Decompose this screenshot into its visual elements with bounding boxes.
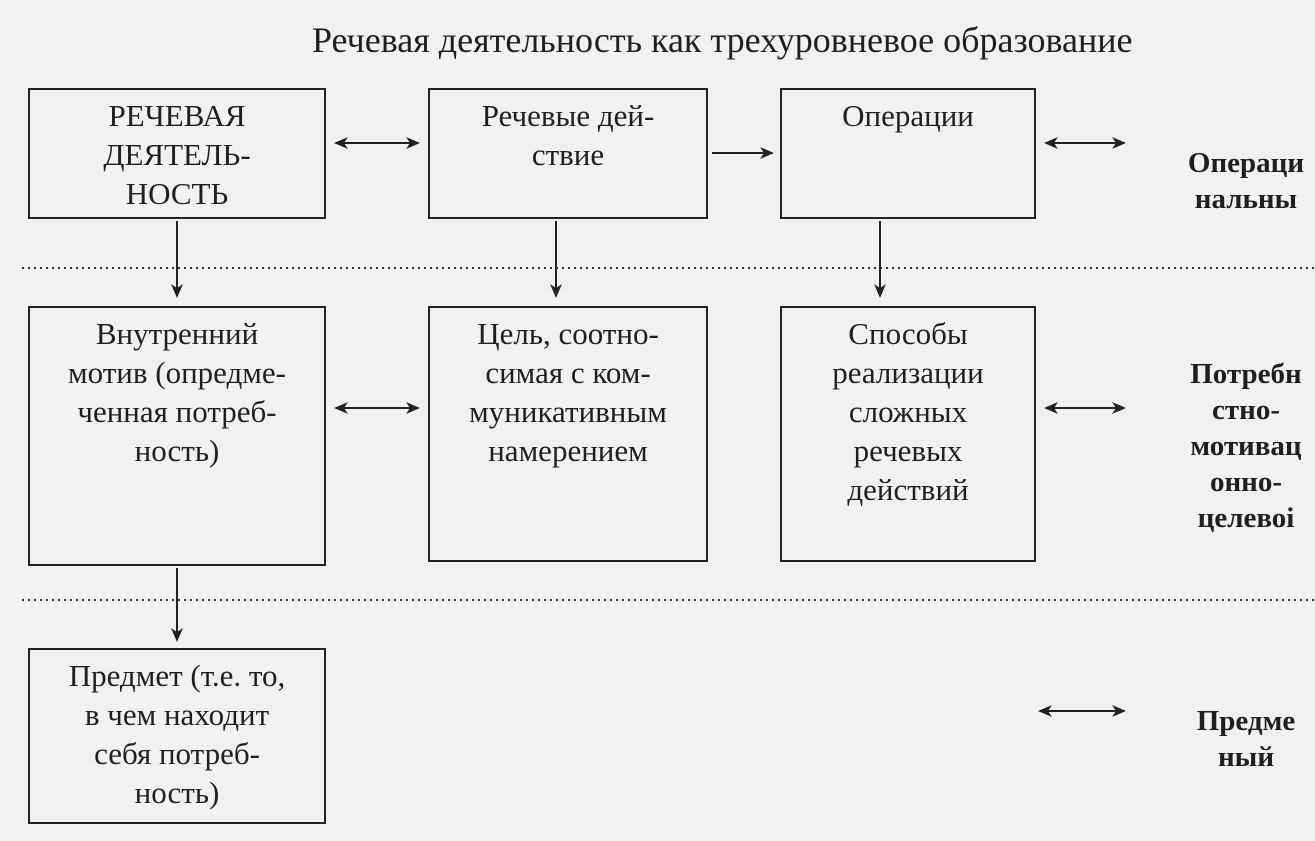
box-line: НОСТЬ (125, 176, 229, 211)
box-line: муникативным (469, 394, 667, 429)
level-label-line: Операци (1187, 147, 1305, 179)
box-line: Способы (848, 316, 968, 351)
level-label-line: мотивац (1190, 430, 1302, 462)
level-label-line: стно- (1212, 394, 1280, 426)
box-line: ченная потреб- (77, 394, 277, 429)
box-line: Цель, соотно- (477, 316, 659, 351)
box-line: симая с ком- (485, 355, 651, 390)
box-speech-actions: Речевые дей- ствие (428, 88, 708, 219)
box-operations: Операции (780, 88, 1036, 219)
box-line: РЕЧЕВАЯ (108, 98, 246, 133)
box-line: Предмет (т.е. то, (68, 658, 286, 693)
box-line: Внутренний (95, 316, 259, 351)
level-label-line: нальны (1194, 183, 1298, 215)
box-goal: Цель, соотно- симая с ком- муникативным … (428, 306, 708, 562)
box-line: ДЕЯТЕЛЬ- (103, 137, 251, 172)
diagram-title: Речевая деятельность как трехуровневое о… (312, 20, 1133, 60)
box-line: Речевые дей- (481, 98, 655, 133)
level-label-line: целевоі (1197, 502, 1295, 534)
box-line: речевых (853, 433, 963, 468)
level-label-line: Потребн (1190, 358, 1302, 390)
box-subject: Предмет (т.е. то, в чем находит себя пот… (28, 648, 326, 824)
box-line: себя потреб- (94, 736, 260, 771)
box-line: реализации (832, 355, 984, 390)
box-line: в чем находит (84, 697, 270, 732)
box-speech-activity: РЕЧЕВАЯ ДЕЯТЕЛЬ- НОСТЬ (28, 88, 326, 219)
box-line: мотив (опредме- (68, 355, 286, 390)
box-methods: Способы реализации сложных речевых дейст… (780, 306, 1036, 562)
box-line: сложных (848, 394, 968, 429)
box-line: действий (847, 472, 969, 507)
box-line: ность) (134, 433, 220, 468)
level-label-subject: Предме ный (1166, 703, 1315, 775)
box-line: Операции (842, 98, 974, 133)
level-label-operational: Операци нальны (1166, 145, 1315, 217)
level-label-need-motivational: Потребн стно- мотивац онно- целевоі (1166, 356, 1315, 536)
level-label-line: Предме (1196, 705, 1296, 737)
level-label-line: онно- (1209, 466, 1283, 498)
box-inner-motive: Внутренний мотив (опредме- ченная потреб… (28, 306, 326, 566)
box-line: намерением (488, 433, 648, 468)
box-line: ность) (134, 775, 220, 810)
box-line: ствие (531, 137, 605, 172)
level-label-line: ный (1217, 741, 1275, 773)
